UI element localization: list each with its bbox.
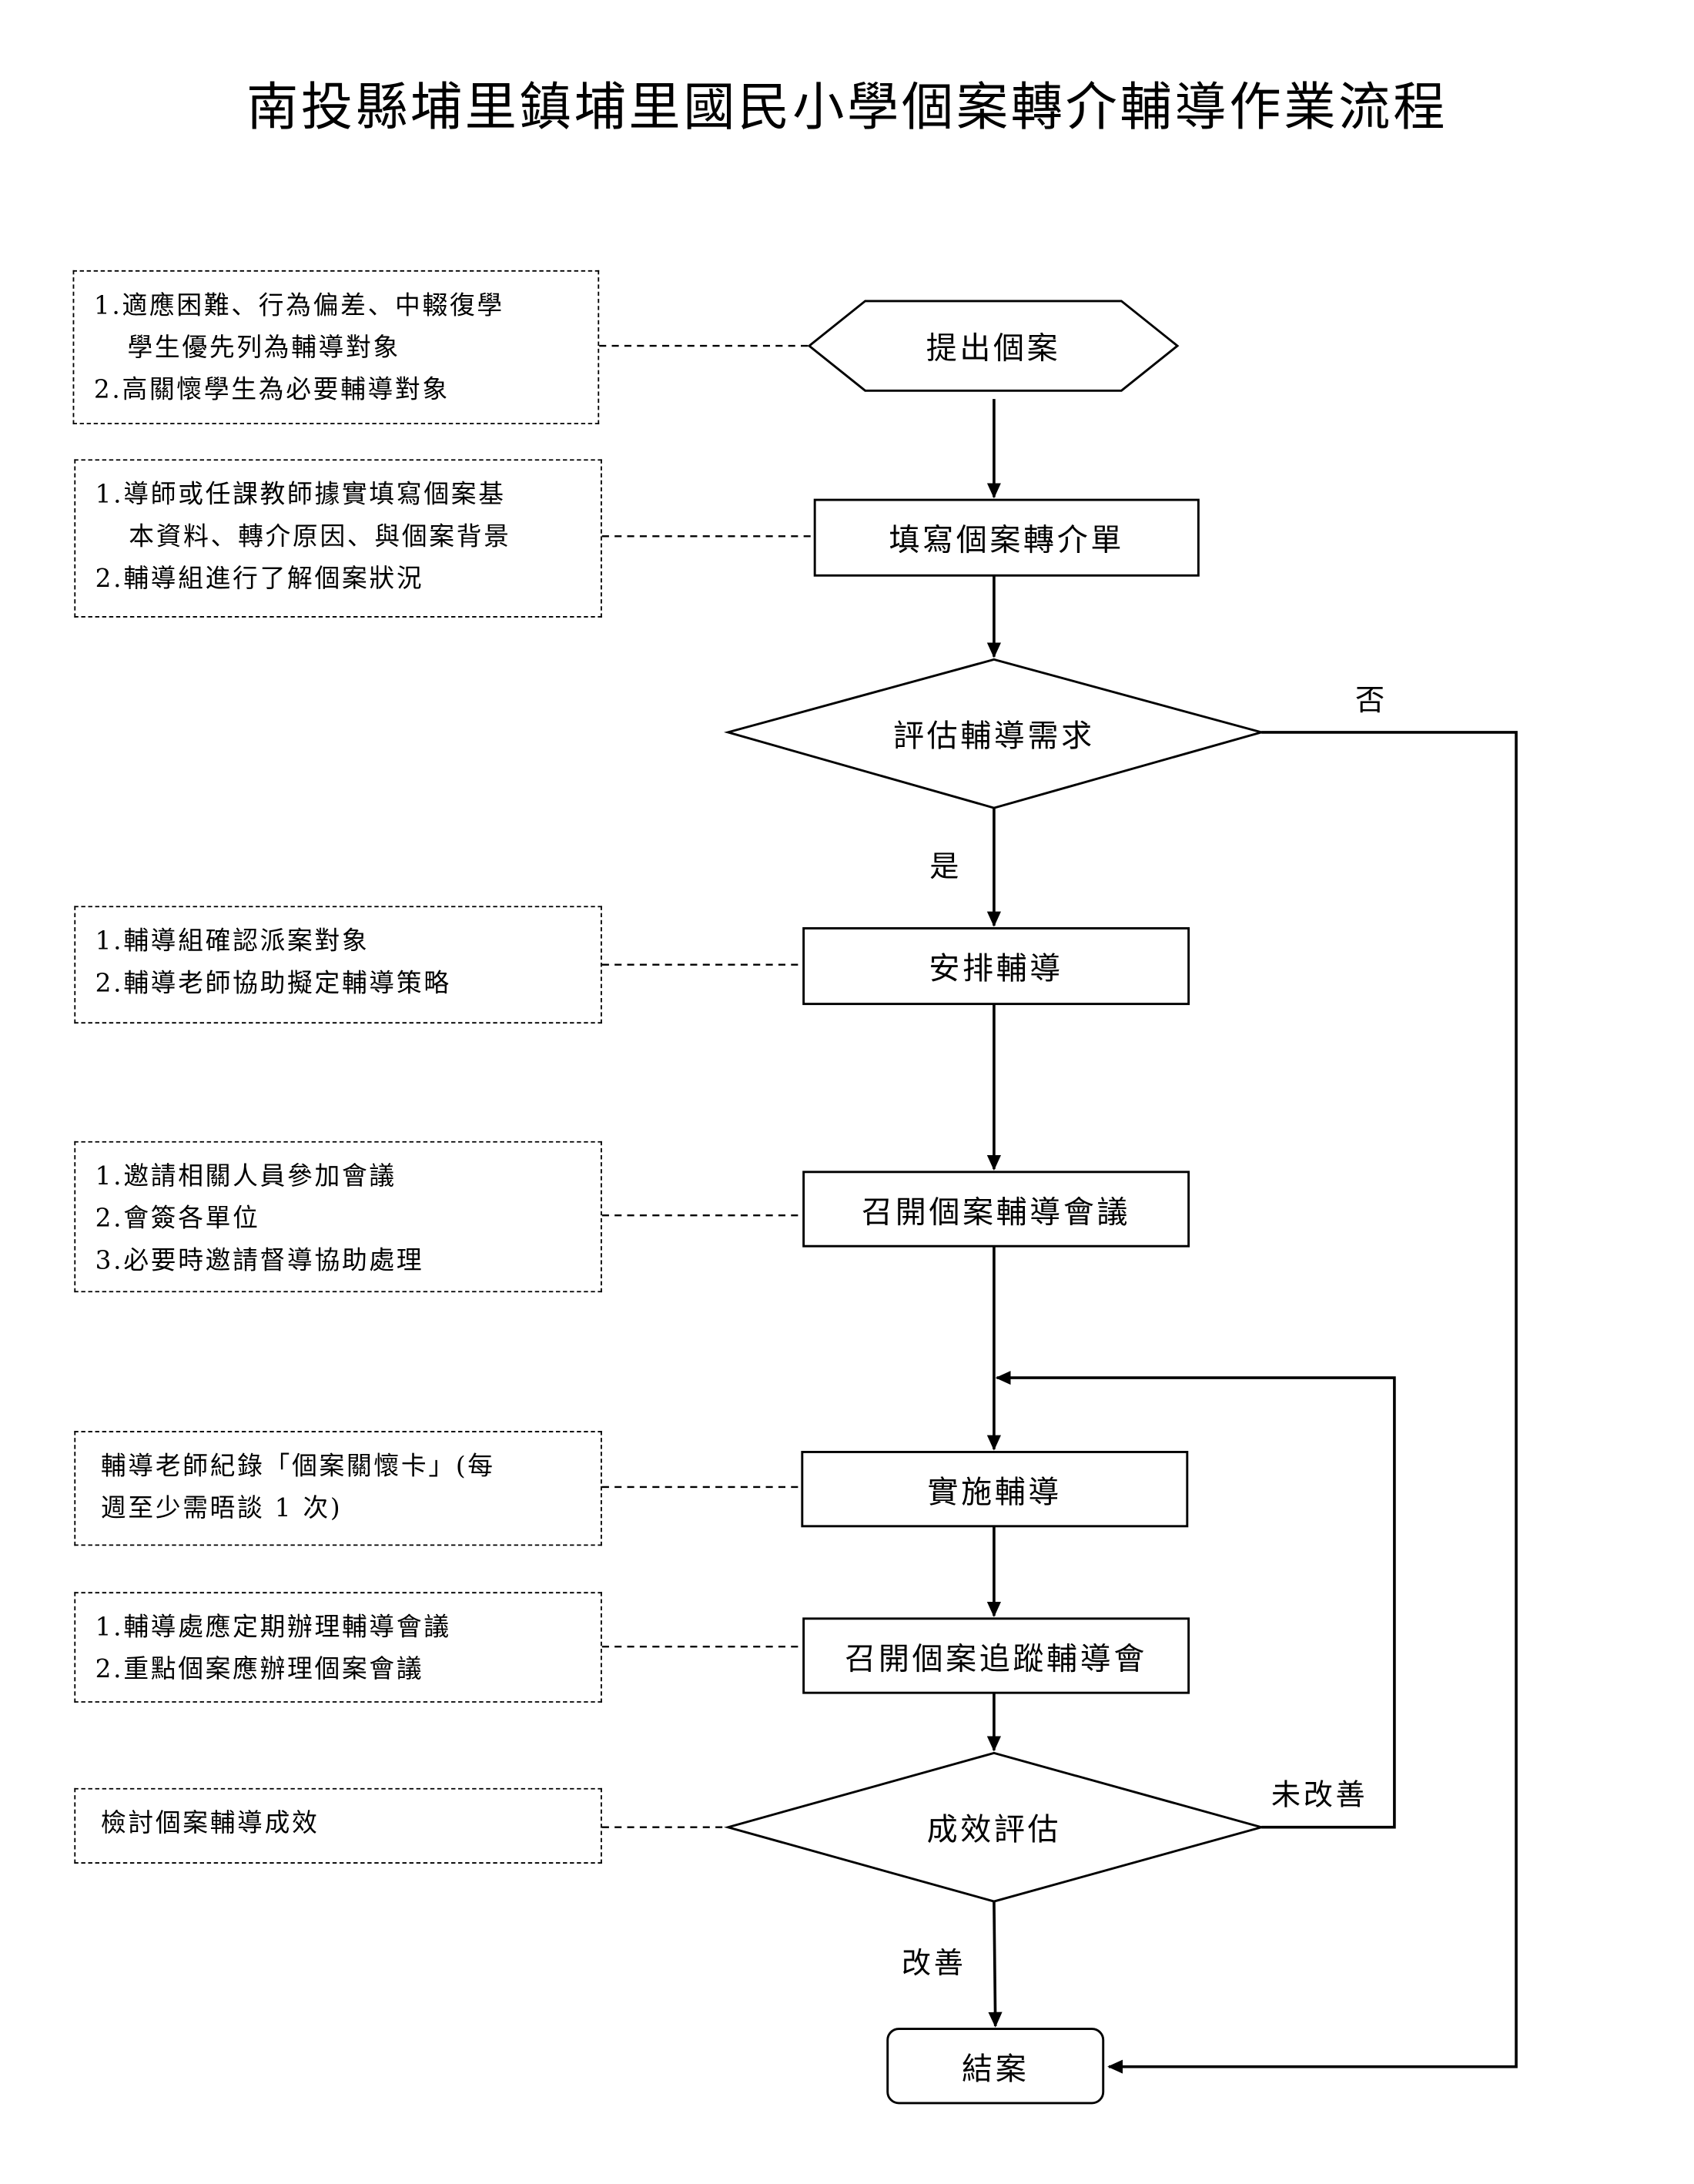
tracking-box — [802, 1617, 1190, 1694]
note-fill-form: 1.導師或任課教師據實填寫個案基 本資料、轉介原因、與個案背景 2.輔導組進行了… — [74, 459, 602, 618]
note-line: 1.導師或任課教師據實填寫個案基 — [95, 480, 506, 510]
arrow-not-improved-loop — [995, 1370, 1396, 1829]
arrange-box — [802, 926, 1190, 1006]
note-meeting: 1.邀請相關人員參加會議 2.會簽各單位 3.必要時邀請督導協助處理 — [74, 1141, 602, 1293]
note-line: 2.輔導老師協助擬定輔導策略 — [95, 969, 451, 999]
note-evaluate: 檢討個案輔導成效 — [74, 1787, 602, 1864]
note-line: 輔導老師紀錄「個案關懷卡」(每 — [100, 1452, 495, 1482]
note-line: 3.必要時邀請督導協助處理 — [95, 1246, 424, 1276]
node-evaluate: 成效評估 — [926, 1813, 1062, 1848]
note-line: 2.高關懷學生為必要輔導對象 — [93, 375, 450, 405]
note-line: 1.適應困難、行為偏差、中輟復學 — [93, 291, 504, 321]
node-tracking: 召開個案追蹤輔導會 — [845, 1641, 1147, 1677]
note-line: 1.輔導處應定期辦理輔導會議 — [95, 1613, 451, 1643]
edge-label-not-improved: 未改善 — [1270, 1778, 1368, 1812]
node-propose: 提出個案 — [926, 331, 1061, 367]
edge-label-yes: 是 — [929, 849, 962, 884]
note-line: 2.輔導組進行了解個案狀況 — [95, 564, 424, 594]
arrow-no-to-close — [1107, 731, 1518, 2074]
propose-hexagon — [807, 300, 1180, 392]
note-line: 1.輔導組確認派案對象 — [95, 926, 370, 956]
page-title: 南投縣埔里鎮埔里國民小學個案轉介輔導作業流程 — [246, 76, 1448, 138]
note-arrange: 1.輔導組確認派案對象 2.輔導老師協助擬定輔導策略 — [74, 906, 602, 1024]
node-fill-form: 填寫個案轉介單 — [889, 523, 1124, 559]
node-assess-need: 評估輔導需求 — [892, 719, 1095, 755]
note-tracking: 1.輔導處應定期辦理輔導會議 2.重點個案應辦理個案會議 — [74, 1592, 602, 1703]
note-line: 學生優先列為輔導對象 — [127, 333, 400, 363]
note-line: 本資料、轉介原因、與個案背景 — [129, 522, 511, 552]
node-arrange: 安排輔導 — [929, 952, 1063, 987]
close-rounded-box — [886, 2028, 1105, 2105]
edge-label-no: 否 — [1354, 683, 1388, 717]
meeting-box — [802, 1171, 1190, 1248]
node-close: 結案 — [962, 2052, 1029, 2087]
arrow-evaluate-to-close — [988, 1901, 1003, 2028]
edge-label-improved: 改善 — [901, 1946, 966, 1980]
note-line: 檢討個案輔導成效 — [100, 1809, 320, 1839]
node-meeting: 召開個案輔導會議 — [862, 1194, 1131, 1231]
note-line: 2.重點個案應辦理個案會議 — [95, 1655, 424, 1685]
note-propose: 1.適應困難、行為偏差、中輟復學 學生優先列為輔導對象 2.高關懷學生為必要輔導… — [72, 270, 600, 424]
note-implement: 輔導老師紀錄「個案關懷卡」(每 週至少需晤談 1 次) — [74, 1431, 602, 1546]
node-implement: 實施輔導 — [927, 1475, 1063, 1510]
fill-form-box — [813, 498, 1200, 577]
note-line: 2.會簽各單位 — [95, 1204, 260, 1234]
note-line: 1.邀請相關人員參加會議 — [95, 1162, 397, 1192]
note-line: 週至少需晤談 1 次) — [100, 1493, 343, 1524]
